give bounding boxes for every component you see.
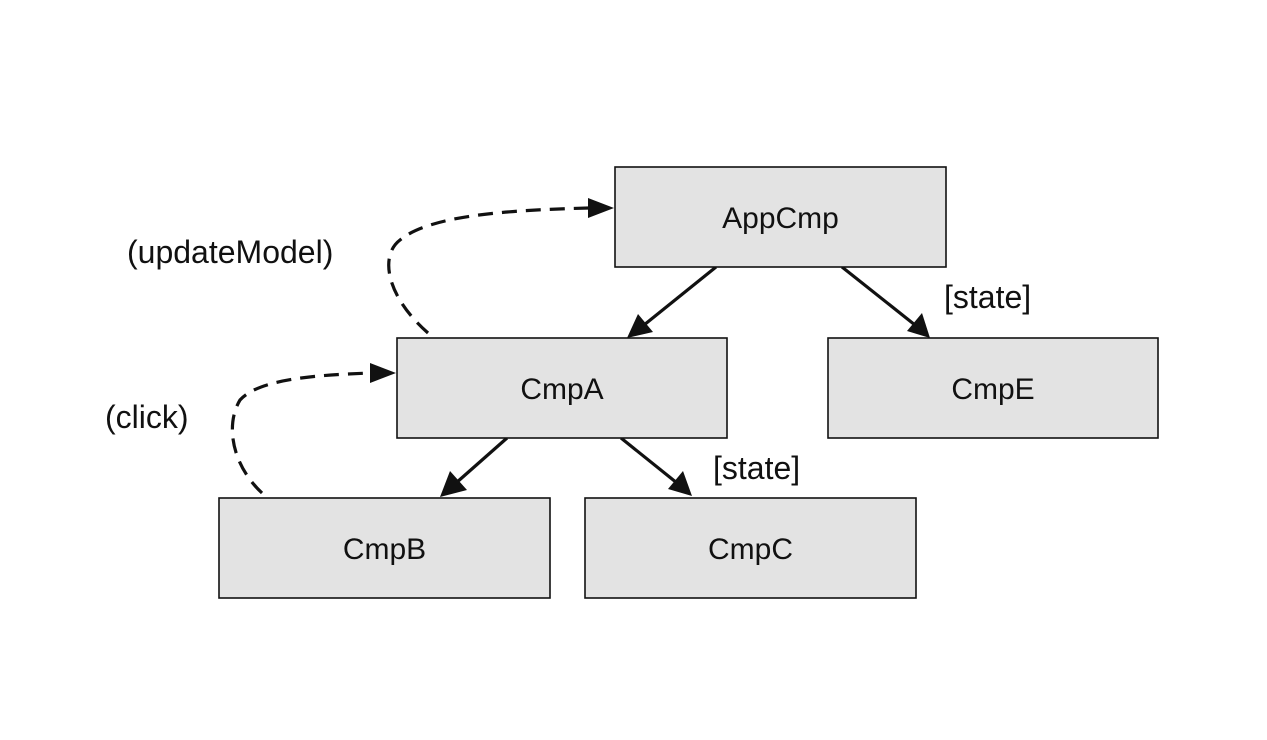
edge-appcmp-to-cmpa bbox=[627, 265, 718, 338]
edge-cmpa-to-cmpb bbox=[440, 436, 509, 497]
node-cmpc: CmpC bbox=[584, 497, 917, 599]
node-appcmp-label: AppCmp bbox=[722, 202, 839, 235]
node-cmpa-label: CmpA bbox=[520, 373, 603, 406]
node-cmpb-label: CmpB bbox=[343, 533, 426, 566]
node-cmpe: CmpE bbox=[827, 337, 1159, 439]
node-cmpe-label: CmpE bbox=[951, 373, 1034, 406]
edge-label-click: (click) bbox=[105, 399, 189, 435]
node-appcmp: AppCmp bbox=[614, 166, 947, 268]
event-edge-cmpa-to-appcmp bbox=[387, 198, 614, 335]
edge-appcmp-to-cmpe bbox=[841, 265, 930, 338]
edge-label-state-cmpa-cmpc: [state] bbox=[713, 450, 800, 486]
node-cmpb: CmpB bbox=[218, 497, 551, 599]
edge-label-state-appcmp-cmpe: [state] bbox=[944, 279, 1031, 315]
node-cmpa: CmpA bbox=[396, 337, 728, 439]
node-cmpc-label: CmpC bbox=[708, 533, 793, 566]
edge-label-update-model: (updateModel) bbox=[127, 234, 333, 270]
edge-cmpa-to-cmpc bbox=[619, 436, 692, 496]
event-edge-cmpb-to-cmpa bbox=[230, 363, 396, 495]
